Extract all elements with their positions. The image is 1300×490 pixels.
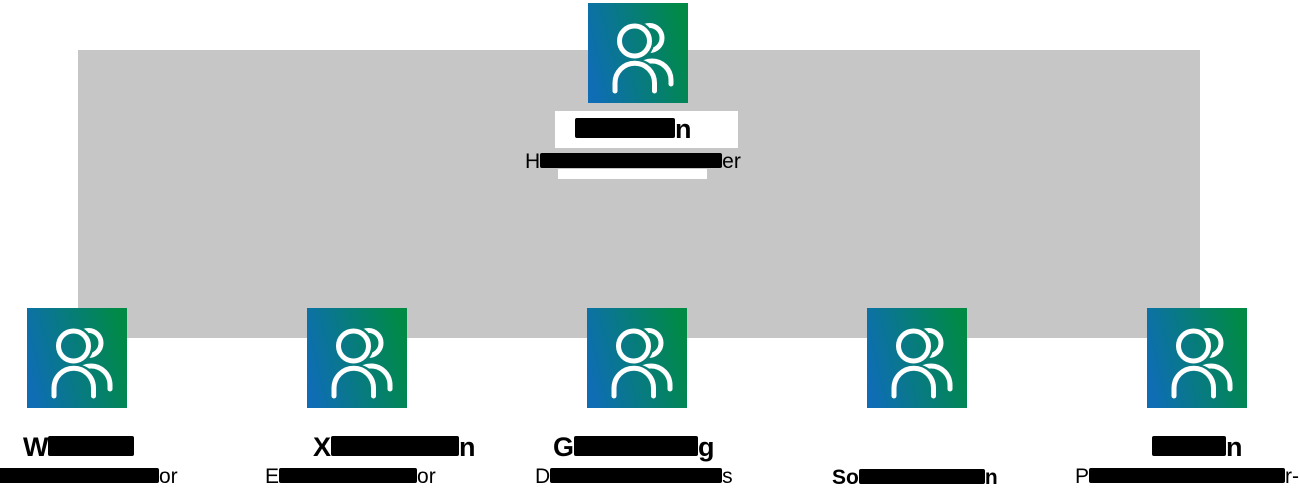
- title-fragment: H: [525, 150, 541, 173]
- name-fragment: n: [1226, 432, 1243, 462]
- name-fragment: n: [459, 432, 476, 462]
- child-1-title: or: [0, 465, 178, 489]
- redaction-bar: [858, 469, 985, 484]
- redaction-bar: [331, 436, 460, 456]
- org-node-child-3[interactable]: [587, 308, 687, 408]
- people-icon: [588, 3, 688, 103]
- title-fragment: or: [159, 465, 178, 488]
- org-node-child-2[interactable]: [307, 308, 407, 408]
- people-icon: [27, 308, 127, 408]
- title-fragment: So: [832, 466, 859, 489]
- redaction-bar: [0, 468, 159, 483]
- name-fragment: g: [698, 432, 715, 462]
- name-plate-strip: [558, 169, 707, 179]
- redaction-bar: [1089, 468, 1286, 483]
- redaction-bar: [574, 436, 699, 456]
- title-fragment: or: [417, 465, 436, 488]
- org-node-child-1[interactable]: [27, 308, 127, 408]
- redaction-bar: [279, 468, 418, 483]
- root-name: n: [575, 114, 692, 145]
- title-fragment: r-: [1285, 465, 1300, 488]
- name-fragment: X: [313, 432, 332, 462]
- title-fragment: E: [265, 465, 280, 488]
- child-4-title: So n: [832, 466, 998, 490]
- title-fragment: D: [535, 465, 551, 488]
- redaction-bar: [575, 118, 675, 138]
- redaction-bar: [1152, 436, 1226, 456]
- title-fragment: s: [722, 465, 733, 488]
- title-fragment: n: [984, 466, 998, 489]
- redaction-bar: [48, 436, 135, 456]
- name-fragment: W: [23, 432, 49, 462]
- people-icon: [587, 308, 687, 408]
- title-fragment: er: [722, 150, 741, 173]
- org-node-root[interactable]: [588, 3, 688, 103]
- name-fragment: n: [675, 114, 692, 144]
- child-5-name: n: [1152, 432, 1243, 463]
- title-fragment: P: [1075, 465, 1090, 488]
- child-1-name: W: [23, 432, 135, 463]
- people-icon: [867, 308, 967, 408]
- redaction-bar: [540, 153, 723, 168]
- people-icon: [1147, 308, 1247, 408]
- people-icon: [307, 308, 407, 408]
- name-fragment: G: [553, 432, 575, 462]
- org-node-child-4[interactable]: [867, 308, 967, 408]
- redaction-bar: [550, 468, 723, 483]
- org-node-child-5[interactable]: [1147, 308, 1247, 408]
